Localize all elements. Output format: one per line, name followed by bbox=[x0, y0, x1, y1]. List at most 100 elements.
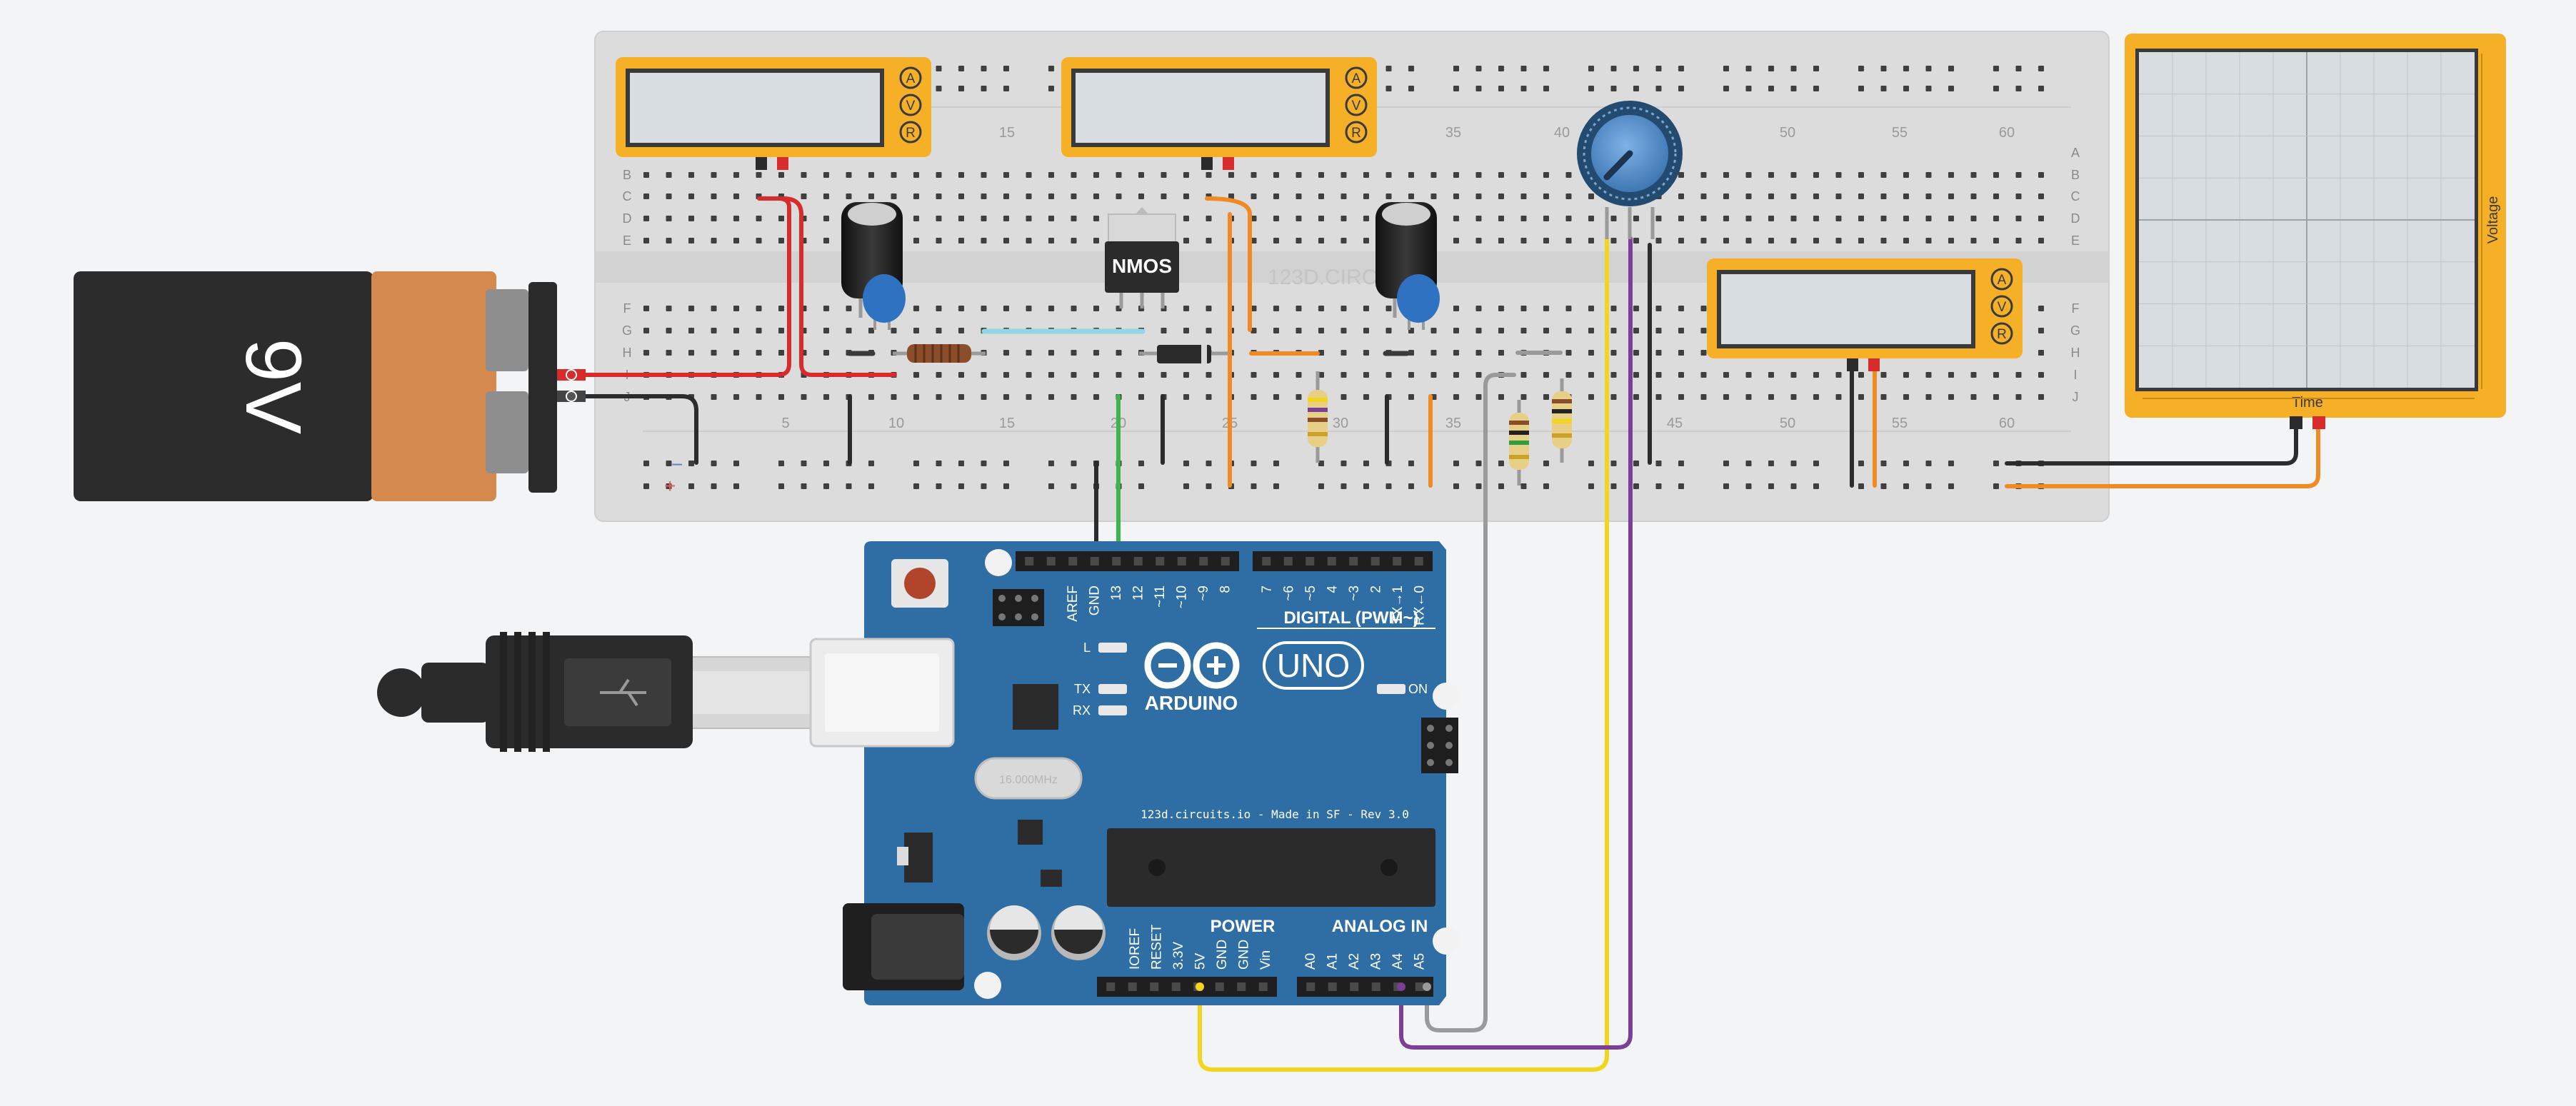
column-label: 35 bbox=[1445, 416, 1461, 431]
row-label-right: F bbox=[2072, 301, 2080, 316]
pin-label: TX→1 bbox=[1390, 585, 1405, 624]
pin-label: ~11 bbox=[1153, 585, 1168, 608]
pin-label: AREF bbox=[1066, 585, 1081, 622]
row-label-right: H bbox=[2071, 346, 2080, 360]
potentiometer[interactable] bbox=[1577, 101, 1683, 239]
pin-label: A4 bbox=[1390, 952, 1405, 970]
usb-cable[interactable] bbox=[377, 632, 826, 752]
column-label: 55 bbox=[1892, 125, 1908, 141]
power-pin-header[interactable] bbox=[1097, 977, 1277, 997]
oscilloscope[interactable]: Time Voltage bbox=[2125, 34, 2506, 429]
electrolytic-capacitor-1[interactable] bbox=[841, 202, 903, 318]
led-on bbox=[1377, 684, 1405, 694]
pin-label: RESET bbox=[1150, 924, 1165, 970]
row-label-right: J bbox=[2073, 390, 2079, 404]
wire-purple-a4 bbox=[1399, 236, 1633, 1050]
mode-r-button[interactable] bbox=[899, 121, 922, 144]
mode-a-button[interactable] bbox=[1345, 66, 1368, 89]
pin-label: A0 bbox=[1303, 953, 1318, 970]
oscilloscope-grid bbox=[2139, 52, 2475, 388]
usb-controller-chip bbox=[1013, 684, 1058, 730]
column-label: 50 bbox=[1780, 125, 1795, 141]
column-label: 60 bbox=[1999, 125, 2015, 141]
rail-plus-label: + bbox=[664, 475, 676, 497]
digital-pin-header[interactable] bbox=[1016, 551, 1433, 571]
rail-minus-label: − bbox=[671, 453, 683, 476]
row-label-left: B bbox=[623, 168, 631, 182]
pin-label: IOREF bbox=[1128, 928, 1143, 970]
analog-pin-header[interactable] bbox=[1297, 977, 1433, 997]
multimeter-1[interactable]: AVR bbox=[616, 57, 931, 170]
row-label-right: A bbox=[2071, 146, 2080, 160]
multimeter-2[interactable]: AVR bbox=[1061, 57, 1377, 170]
pin-label: ~5 bbox=[1303, 585, 1318, 601]
led-l bbox=[1098, 643, 1127, 653]
mode-a-button-label: A bbox=[1998, 273, 2007, 288]
mode-v-button-label: V bbox=[1352, 99, 1361, 114]
mode-a-button[interactable] bbox=[899, 66, 922, 89]
led-tx bbox=[1098, 684, 1127, 694]
battery-9v[interactable]: 9V bbox=[74, 271, 586, 501]
column-label: 15 bbox=[999, 416, 1015, 431]
pin-label: RX←0 bbox=[1413, 585, 1428, 625]
nmos-label: NMOS bbox=[1112, 255, 1172, 277]
crystal-label: 16.000MHz bbox=[999, 774, 1058, 786]
battery-label: 9V bbox=[229, 338, 317, 435]
oscilloscope-time-label: Time bbox=[2292, 395, 2323, 411]
mode-r-button-label: R bbox=[1997, 327, 2007, 342]
mode-v-button[interactable] bbox=[1345, 94, 1368, 116]
resistor-3[interactable] bbox=[1552, 378, 1572, 463]
row-label-right: B bbox=[2071, 168, 2080, 182]
led-on-label: ON bbox=[1408, 682, 1428, 696]
oscilloscope-voltage-label: Voltage bbox=[2485, 196, 2501, 244]
power-header-label: POWER bbox=[1211, 917, 1276, 936]
mode-a-button-label: A bbox=[906, 71, 916, 86]
row-label-right: G bbox=[2070, 323, 2080, 338]
mode-v-button[interactable] bbox=[899, 94, 922, 116]
pin-label: 12 bbox=[1131, 585, 1146, 600]
led-rx bbox=[1098, 705, 1127, 715]
digital-header-label: DIGITAL (PWM~) bbox=[1283, 608, 1418, 628]
mode-r-button[interactable] bbox=[1990, 322, 2013, 345]
wire-battery-negative bbox=[566, 394, 698, 465]
potentiometer-knob-indicator[interactable] bbox=[1603, 150, 1633, 181]
analog-header-label: ANALOG IN bbox=[1332, 917, 1428, 936]
arduino-infinity-logo bbox=[1144, 642, 1240, 689]
mode-r-button[interactable] bbox=[1345, 121, 1368, 144]
wire-scope-orange bbox=[2005, 421, 2320, 488]
column-label: 50 bbox=[1780, 416, 1795, 431]
mode-v-button[interactable] bbox=[1990, 295, 2013, 318]
resistor-1[interactable] bbox=[1308, 371, 1328, 463]
diode[interactable] bbox=[1139, 345, 1228, 363]
led-rx-label: RX bbox=[1073, 703, 1091, 718]
pin-label: 8 bbox=[1218, 585, 1233, 593]
column-label: 10 bbox=[888, 416, 904, 431]
pin-label: ~10 bbox=[1175, 585, 1190, 608]
pin-label: GND bbox=[1237, 940, 1252, 970]
wire-meter2-orange bbox=[1205, 196, 1252, 332]
pin-label: A5 bbox=[1413, 953, 1428, 970]
breadboard-watermark: 123D.CIRC bbox=[1268, 266, 1377, 289]
wire-grey-a5 bbox=[1425, 373, 1516, 1032]
board-credit: 123d.circuits.io - Made in SF - Rev 3.0 bbox=[1141, 808, 1409, 821]
multimeter-3[interactable]: AVR bbox=[1707, 258, 2023, 371]
row-label-left: H bbox=[623, 346, 632, 360]
row-label-right: D bbox=[2071, 211, 2080, 226]
wires[interactable] bbox=[566, 196, 2320, 1072]
mode-v-button-label: V bbox=[906, 99, 916, 114]
resistor-2[interactable] bbox=[1509, 400, 1529, 486]
arduino-model: UNO bbox=[1277, 647, 1350, 684]
nmos-transistor[interactable]: NMOS bbox=[1105, 207, 1179, 308]
ceramic-capacitor-2[interactable] bbox=[1397, 274, 1440, 330]
board-capacitor-1 bbox=[987, 905, 1041, 960]
inductor[interactable] bbox=[893, 344, 986, 363]
mode-a-button[interactable] bbox=[1990, 268, 2013, 291]
led-tx-label: TX bbox=[1074, 682, 1091, 696]
electrolytic-capacitor-2[interactable] bbox=[1375, 202, 1437, 318]
crystal bbox=[974, 757, 1083, 800]
ceramic-capacitor-1[interactable] bbox=[863, 274, 906, 330]
